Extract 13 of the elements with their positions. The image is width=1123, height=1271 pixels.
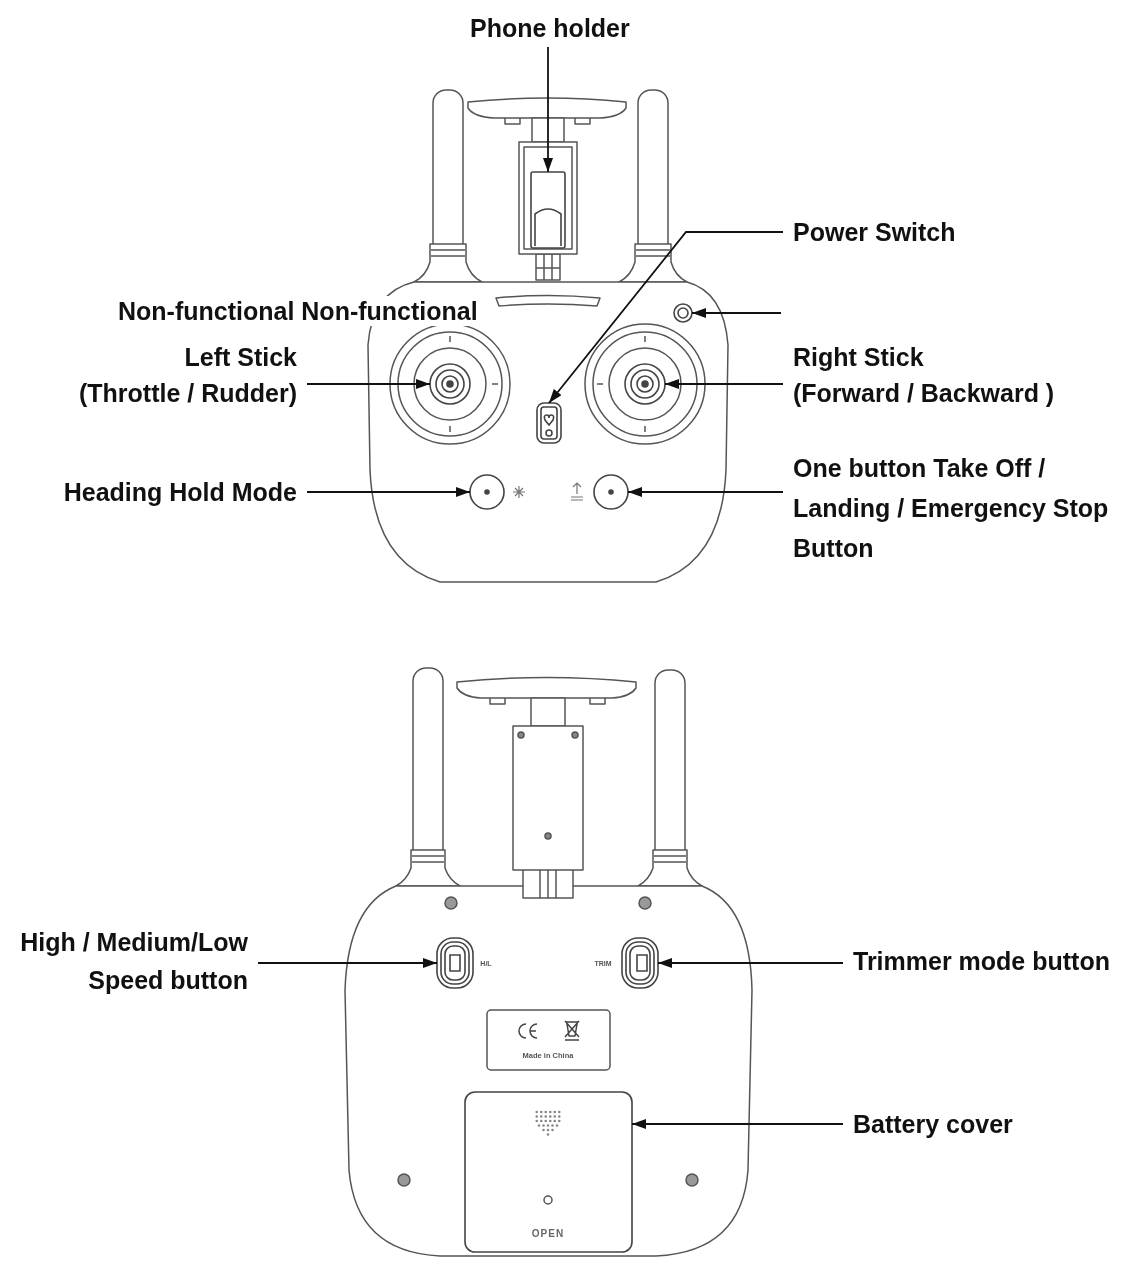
callout-note: (Throttle / Rudder)	[78, 378, 297, 409]
callout-note: (Forward / Backward )	[793, 378, 1055, 409]
callout-label: Left Stick	[183, 342, 297, 373]
callout-label: Phone holder	[470, 13, 630, 43]
callout-label: Power Switch	[793, 217, 956, 247]
callout-label: One button Take Off / Landing / Emergency Stop Button	[793, 453, 1110, 564]
part-label: Non-functional Non-functional	[118, 296, 478, 326]
callout-label: Right Stick	[793, 342, 925, 373]
callout-label: High / Medium/Low Speed button	[19, 927, 248, 996]
callout-label: Heading Hold Mode	[63, 477, 297, 507]
callout-label: Trimmer mode button	[853, 946, 1110, 976]
printed-marking: OPEN	[531, 1228, 565, 1240]
callout-label: Battery cover	[853, 1109, 1013, 1139]
